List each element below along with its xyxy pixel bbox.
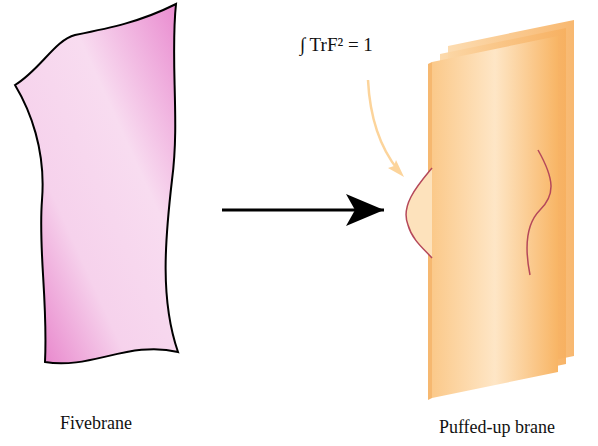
- leader-arrow: [368, 80, 398, 170]
- wave-curve: [527, 150, 551, 275]
- instanton-bump: [406, 168, 432, 258]
- leader-arrowhead: [388, 160, 404, 177]
- formula-label: ∫ TrF² = 1: [300, 34, 373, 56]
- brane-stack: [428, 20, 574, 400]
- brane-figure: Puffed-up brane: [402, 2, 592, 442]
- fivebrane-sheet: [15, 4, 178, 363]
- figure-caption: Fivebrane: [60, 413, 132, 438]
- instanton-bump-outline: [406, 168, 432, 258]
- transition-arrow: [222, 209, 384, 212]
- brane-figure: Fivebrane: [8, 2, 184, 438]
- figure-caption: Puffed-up brane: [439, 417, 555, 442]
